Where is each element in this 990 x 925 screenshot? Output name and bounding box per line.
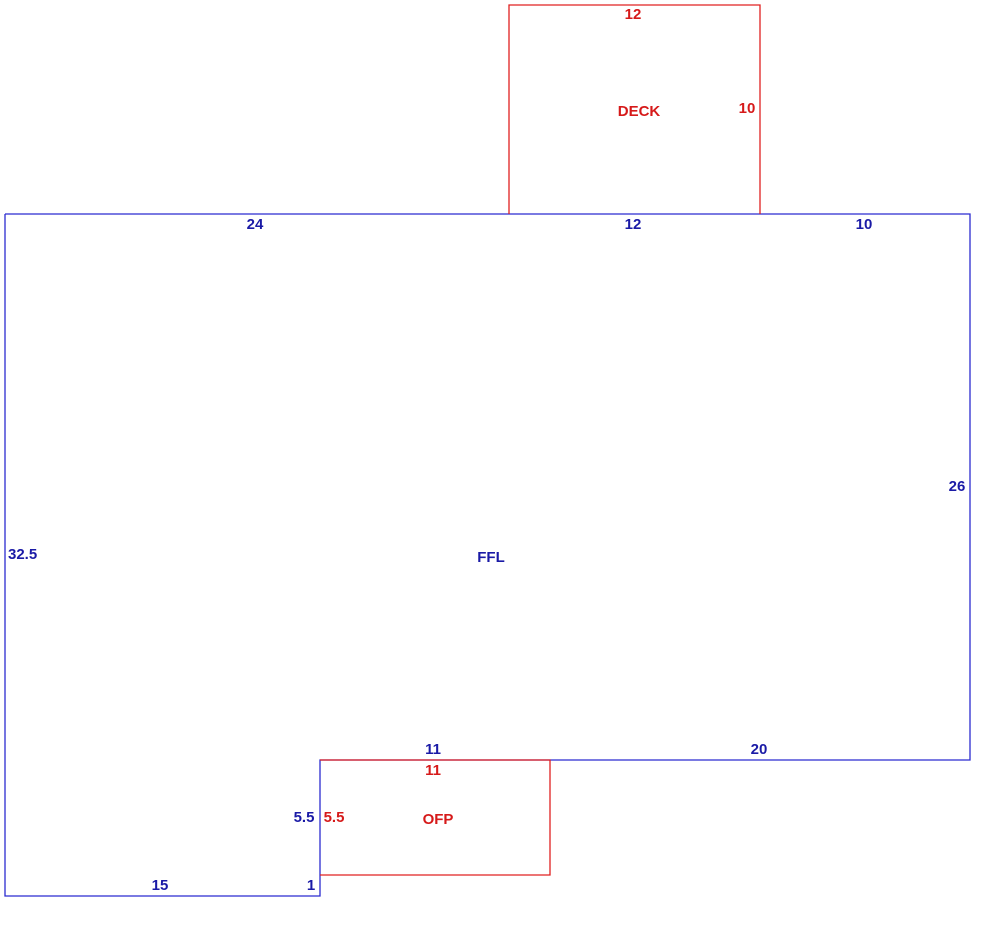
ffl-dim-left: 32.5 xyxy=(8,546,37,563)
ofp-label: OFP xyxy=(423,811,454,828)
ffl-dim-step-right: 20 xyxy=(751,741,768,758)
ffl-dim-top-right: 10 xyxy=(856,216,873,233)
ffl-dim-bottom: 15 xyxy=(152,877,169,894)
ofp-dim-top: 11 xyxy=(425,762,441,779)
deck-dim-top: 12 xyxy=(625,6,642,23)
ffl-dim-top-mid: 12 xyxy=(625,216,642,233)
ofp-outline xyxy=(320,759,551,876)
ofp-dim-side: 5.5 xyxy=(324,809,345,826)
ffl-dim-step-upper: 11 xyxy=(425,741,441,758)
deck-label: DECK xyxy=(618,103,661,120)
ffl-dim-notch-bottom: 1 xyxy=(307,877,315,894)
deck-outline xyxy=(508,4,761,214)
ffl-label: FFL xyxy=(477,549,505,566)
deck-dim-right: 10 xyxy=(739,100,756,117)
ffl-dim-right: 26 xyxy=(949,478,966,495)
ffl-dim-notch-side: 5.5 xyxy=(294,809,315,826)
ffl-dim-top-left: 24 xyxy=(247,216,264,233)
